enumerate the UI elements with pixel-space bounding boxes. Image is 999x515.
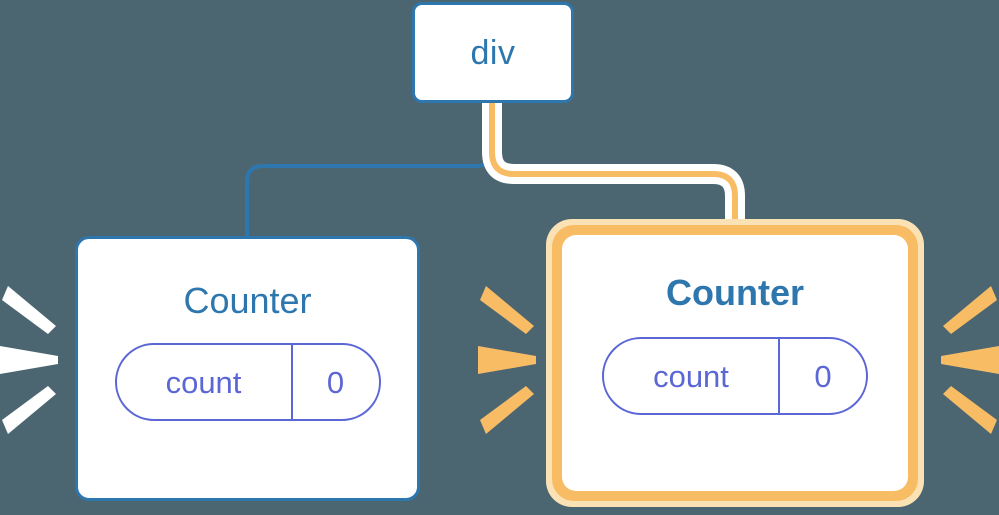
state-value-count: 0: [290, 345, 379, 419]
state-pill-counter-left: count 0: [114, 343, 381, 421]
state-key-count: count: [653, 358, 729, 394]
node-counter-right[interactable]: Counter count 0: [562, 235, 908, 491]
node-div[interactable]: div: [412, 2, 574, 103]
node-counter-right-title: Counter: [666, 272, 804, 313]
node-counter-left[interactable]: Counter count 0: [75, 236, 420, 501]
state-value-count: 0: [778, 339, 866, 413]
connector-div-to-counter-right: [489, 100, 738, 235]
connector-div-to-counter-left: [245, 101, 494, 238]
node-counter-right-glow: Counter count 0: [546, 219, 924, 507]
node-counter-right-ring: Counter count 0: [552, 225, 918, 501]
node-div-label: div: [470, 33, 516, 72]
state-key-count: count: [165, 364, 242, 400]
state-pill-counter-right: count 0: [602, 337, 868, 415]
connector-div-to-counter-right-halo: [482, 93, 745, 242]
node-counter-left-title: Counter: [183, 280, 312, 321]
